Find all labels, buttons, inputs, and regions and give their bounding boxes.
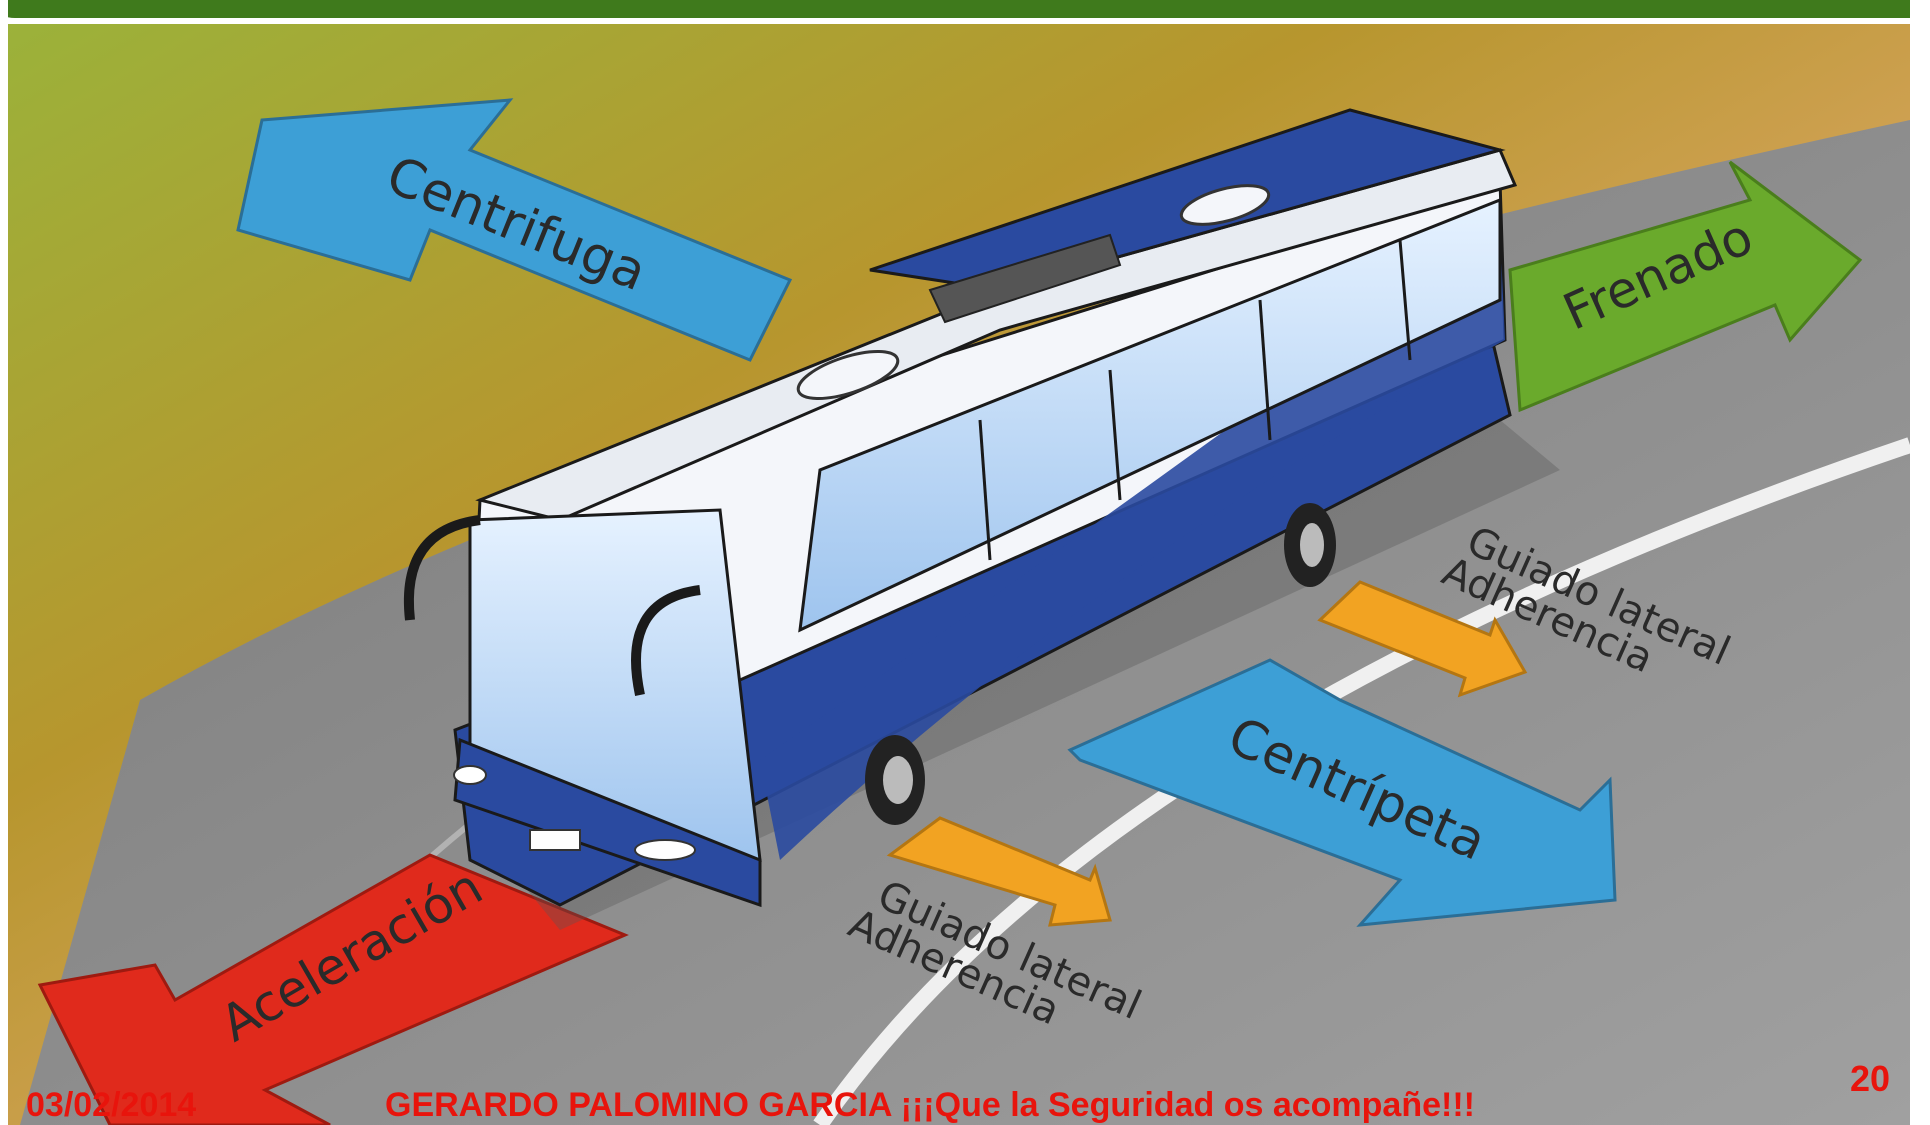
slide-border-right	[1910, 0, 1930, 1125]
bus-illustration	[403, 108, 1560, 930]
rear-guidance-arrow	[1317, 580, 1528, 698]
front-guidance-arrow	[886, 816, 1112, 927]
footer-author-slogan: GERARDO PALOMINO GARCIA ¡¡¡Que la Seguri…	[385, 1086, 1475, 1124]
header-band	[0, 0, 1930, 24]
footer-page-number: 20	[1850, 1058, 1891, 1099]
slide-border-left	[0, 0, 8, 1125]
footer-date: 03/02/2014	[26, 1086, 197, 1124]
